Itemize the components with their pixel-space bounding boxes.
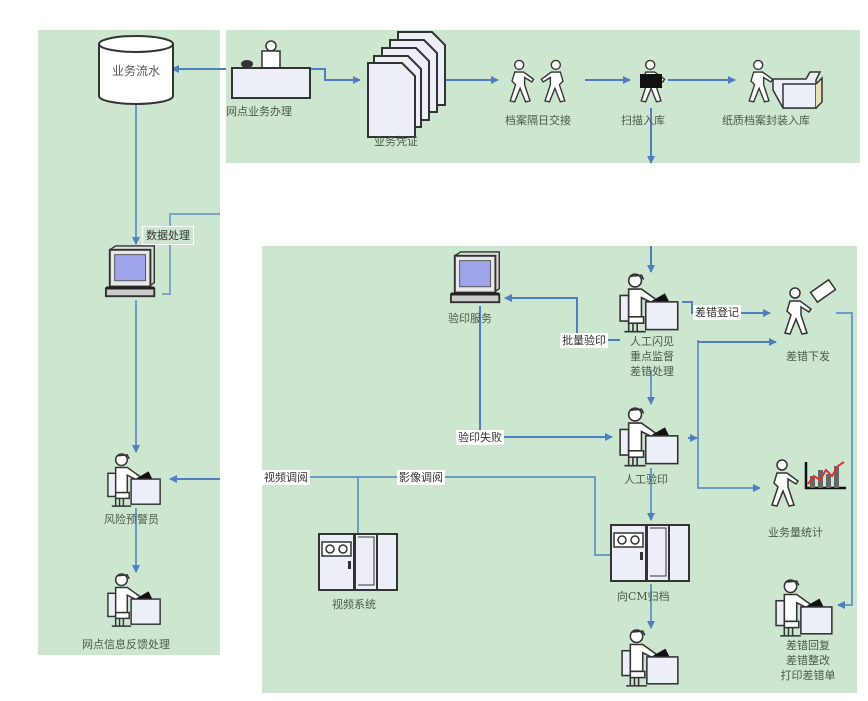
boxing-person-icon <box>748 59 823 109</box>
node-error-reply-line-2: 差错整改 <box>786 654 830 667</box>
node-data-processing: 数据处理 <box>142 226 194 245</box>
walker-icon-2 <box>540 59 566 103</box>
node-seal-service: 验印服务 <box>448 312 492 325</box>
node-risk-warning: 风险预警员 <box>104 513 159 526</box>
left-panel <box>38 30 220 655</box>
computer-icon-data <box>104 244 156 298</box>
node-manual-review-line-2: 重点监督 <box>630 350 674 363</box>
desk-person-icon-bottom <box>621 629 679 687</box>
edge-label-batch-seal-check: 批量验印 <box>560 333 608 348</box>
edge-image-review <box>262 476 610 556</box>
edge-label-image-review: 影像调阅 <box>397 470 445 485</box>
server-cabinet-icon-video <box>318 533 398 591</box>
desk-person-icon-reply <box>775 579 833 637</box>
edge-seal-failed <box>479 306 613 441</box>
edge-label-video-review: 视频调阅 <box>262 470 310 485</box>
scanner-person-icon <box>640 59 666 103</box>
statistics-person-icon <box>771 459 846 507</box>
server-cabinet-icon-cm <box>610 524 690 582</box>
node-cm-archive: 向CM归档 <box>617 590 670 603</box>
edge-dispatch-to-reply <box>836 312 853 609</box>
node-manual-review-line-1: 人工闪见 <box>630 335 674 348</box>
edge-label-error-register: 差错登记 <box>693 305 741 320</box>
computer-icon-seal <box>449 250 501 304</box>
node-error-reply: 差错回复 差错整改 打印差错单 <box>775 638 841 683</box>
node-archive-handover: 档案隔日交接 <box>505 114 571 127</box>
desk-person-icon-feedback <box>107 573 161 627</box>
node-manual-review-line-3: 差错处理 <box>630 365 674 378</box>
node-error-dispatch: 差错下发 <box>786 350 830 363</box>
walker-icon-1 <box>509 59 535 103</box>
dispatch-person-icon <box>784 278 837 335</box>
database-icon <box>98 35 174 105</box>
edge-data-processing <box>162 213 220 295</box>
node-paper-archive: 纸质档案封装入库 <box>722 114 810 127</box>
node-business-voucher: 业务凭证 <box>374 135 418 148</box>
node-manual-review: 人工闪见 重点监督 差错处理 <box>624 334 680 379</box>
edge-bracket <box>697 340 761 492</box>
node-branch-business: 网点业务办理 <box>226 105 292 118</box>
node-video-system: 视频系统 <box>332 598 376 611</box>
desk-person-icon-sealcheck <box>619 407 679 467</box>
node-scan-storage: 扫描入库 <box>621 114 665 127</box>
document-stack-icon <box>367 31 446 138</box>
node-business-flow: 业务流水 <box>111 64 160 78</box>
desk-person-icon-review <box>619 273 679 333</box>
node-branch-feedback: 网点信息反馈处理 <box>82 638 170 651</box>
service-desk-icon <box>231 40 311 99</box>
edge-branch-to-voucher <box>310 68 361 84</box>
bottom-panel <box>262 246 857 693</box>
node-error-reply-line-3: 打印差错单 <box>780 669 836 682</box>
connectors <box>132 65 853 629</box>
edge-label-seal-check-failed: 验印失败 <box>456 430 504 445</box>
node-error-reply-line-1: 差错回复 <box>786 639 830 652</box>
node-volume-stats: 业务量统计 <box>768 526 823 539</box>
desk-person-icon-risk <box>107 453 161 507</box>
node-manual-seal-check: 人工验印 <box>624 473 668 486</box>
